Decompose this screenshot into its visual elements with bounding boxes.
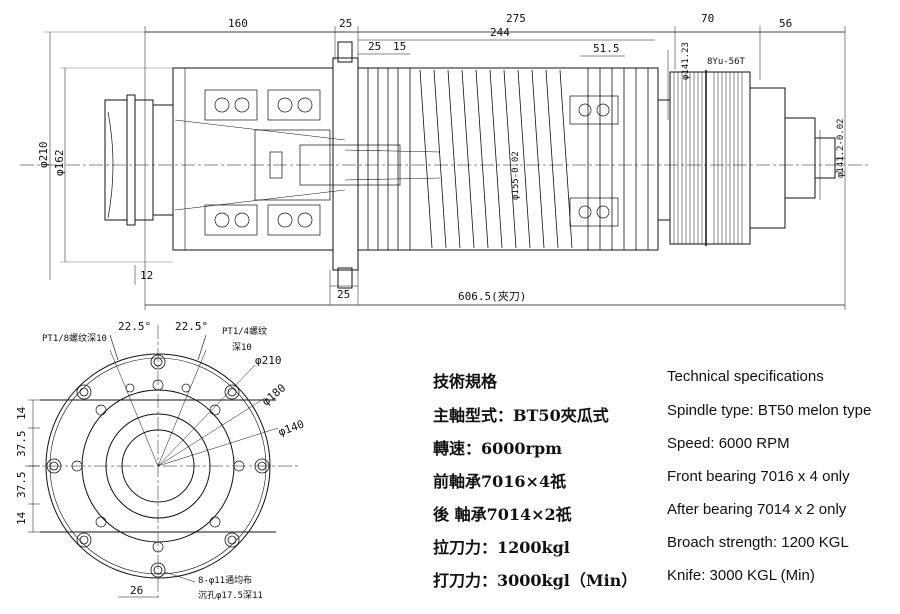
dim-14-top: 14 <box>15 406 28 420</box>
dim-25-top: 25 <box>339 17 352 30</box>
dim-phi-141-23: φ141.23 <box>681 42 691 80</box>
dim-14-bottom: 14 <box>15 511 28 525</box>
dim-12: 12 <box>140 269 153 282</box>
pulley-label: 8Yu-56T <box>707 57 746 67</box>
spec-en-front-bearing: Front bearing 7016 x 4 only <box>667 468 850 485</box>
dim-phi-162: φ162 <box>53 150 66 177</box>
bolt-holes <box>46 354 270 578</box>
dim-56: 56 <box>779 17 792 30</box>
spec-en-knife: Knife: 3000 KGL (Min) <box>667 567 815 584</box>
spindle-side-view <box>20 26 870 310</box>
dim-244: 244 <box>490 26 510 39</box>
counterbore-note: 沉孔φ17.5深11 <box>198 590 263 601</box>
dia-140-label: φ140 <box>277 418 306 439</box>
spec-cn-broach: 拉刀力：1200kgl <box>433 538 570 557</box>
spindle-front-view <box>25 325 300 600</box>
thread-right-label: PT1/4螺纹 <box>222 325 267 337</box>
spec-en-broach: Broach strength: 1200 KGL <box>667 534 849 551</box>
specs-en-title: Technical specifications <box>667 368 824 385</box>
dim-606-5: 606.5(夾刀) <box>458 290 526 303</box>
dim-phi-141-2: φ141.2-0.02 <box>836 118 846 178</box>
thread-right-depth: 深10 <box>232 342 252 353</box>
spec-cn-front-bearing: 前軸承7016×4祇 <box>433 472 567 491</box>
spec-en-spindle-type: Spindle type: BT50 melon type <box>667 402 872 419</box>
specs-cn-title: 技術規格 <box>433 372 498 391</box>
dim-51-5: 51.5 <box>593 42 620 55</box>
cooling-fins <box>367 68 649 250</box>
dim-phi-155: φ155-0.02 <box>511 151 521 200</box>
thread-left-label: PT1/8螺纹深10 <box>42 332 107 344</box>
side-view-dimensions: 160 25 275 70 56 244 25 15 51.5 φ141.23 … <box>37 12 846 303</box>
dim-37-5-top: 37.5 <box>15 431 28 458</box>
hole-note: 8-φ11通均布 <box>198 574 252 586</box>
spec-cn-speed: 轉速：6000rpm <box>433 439 563 458</box>
spec-cn-spindle-type: 主軸型式：BT50夾瓜式 <box>433 406 609 425</box>
spec-cn-knife: 打刀力：3000kgl（Min） <box>433 571 638 590</box>
dim-37-5-bottom: 37.5 <box>15 472 28 499</box>
dim-26: 26 <box>130 584 143 597</box>
spec-en-speed: Speed: 6000 RPM <box>667 435 790 452</box>
dim-phi-210: φ210 <box>37 142 50 169</box>
pulley-teeth <box>673 72 743 244</box>
angle-right-label: 22.5° <box>175 320 208 333</box>
dim-160: 160 <box>228 17 248 30</box>
angle-left-label: 22.5° <box>118 320 151 333</box>
dia-210-label: φ210 <box>255 354 282 367</box>
spec-en-rear-bearing: After bearing 7014 x 2 only <box>667 501 847 518</box>
dim-275: 275 <box>506 12 526 25</box>
dim-70: 70 <box>701 12 714 25</box>
dim-25-bottom: 25 <box>337 288 350 301</box>
front-view-labels: 22.5° 22.5° PT1/8螺纹深10 PT1/4螺纹 深10 φ210 … <box>15 320 306 601</box>
dim-15: 15 <box>393 40 406 53</box>
spec-cn-rear-bearing: 後 軸承7014×2祇 <box>433 505 572 524</box>
dia-180-label: φ180 <box>260 381 289 408</box>
dim-25-inner: 25 <box>368 40 381 53</box>
